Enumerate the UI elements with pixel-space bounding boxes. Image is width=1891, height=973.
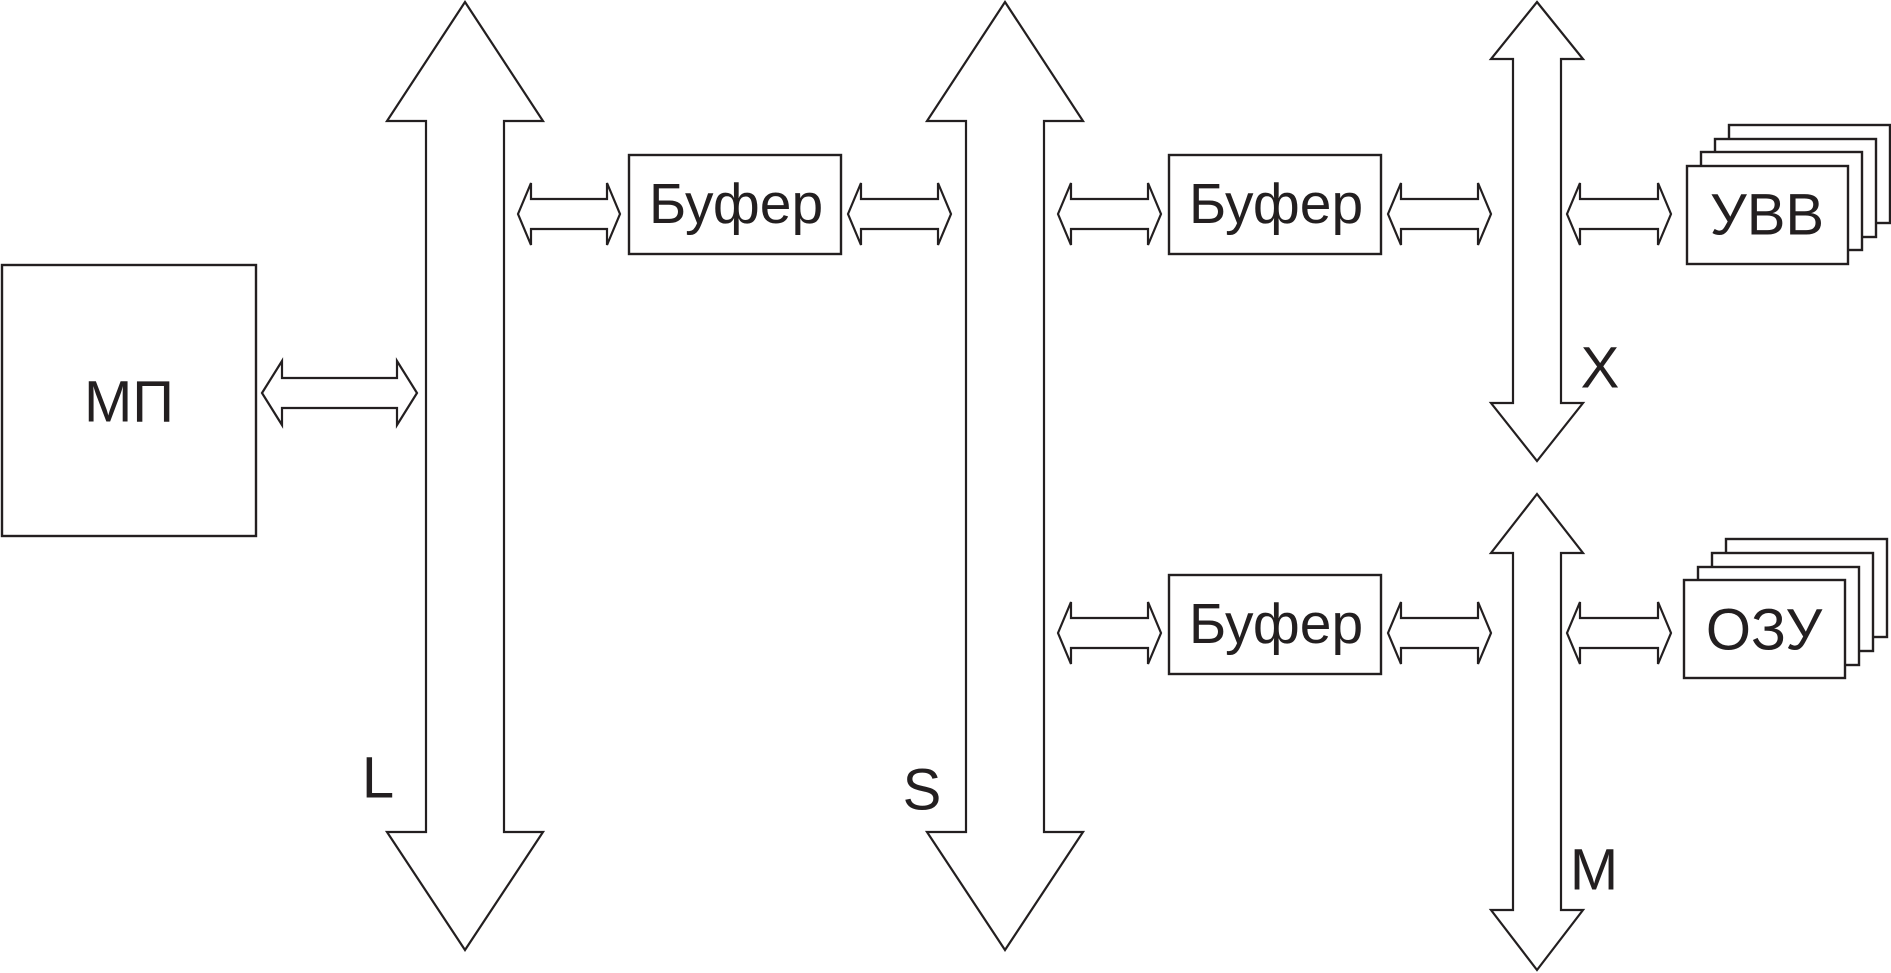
buffer-top-1-block	[627, 153, 843, 256]
bus-m-arrow-icon	[1488, 492, 1586, 972]
bus-l-arrow-icon	[384, 0, 546, 952]
s-buffer-bottom-link-arrow-icon	[1056, 601, 1163, 665]
m-ozu-link-arrow-icon	[1565, 601, 1673, 665]
mp-label: МП	[84, 370, 174, 435]
s-buffer-top-link-arrow-icon	[1056, 182, 1163, 246]
bus-s-arrow-icon	[924, 0, 1086, 952]
mp-block	[0, 263, 258, 538]
ozu-block	[1682, 578, 1847, 680]
ozu-label: ОЗУ	[1706, 598, 1823, 663]
uvv-label: УВВ	[1710, 183, 1824, 248]
buffer-bottom-label: Буфер	[1189, 592, 1363, 656]
buffer-s-link-arrow-icon	[846, 182, 953, 246]
x-uvv-link-arrow-icon	[1565, 182, 1673, 246]
buffer-x-link-arrow-icon	[1386, 182, 1493, 246]
bus-l-label: L	[362, 746, 394, 811]
bus-m-label: M	[1570, 838, 1618, 903]
buffer-top-2-block	[1167, 153, 1383, 256]
buffer-bottom-block	[1167, 573, 1383, 676]
bus-s-label: S	[903, 758, 942, 823]
bus-x-arrow-icon	[1488, 0, 1586, 463]
mp-l-link-arrow-icon	[260, 357, 419, 429]
l-buffer-link-arrow-icon	[516, 182, 622, 246]
bus-x-label: X	[1581, 336, 1620, 401]
buffer-m-link-arrow-icon	[1386, 601, 1493, 665]
buffer-top-2-label: Буфер	[1189, 172, 1363, 236]
uvv-block	[1685, 164, 1850, 266]
buffer-top-1-label: Буфер	[649, 172, 823, 236]
